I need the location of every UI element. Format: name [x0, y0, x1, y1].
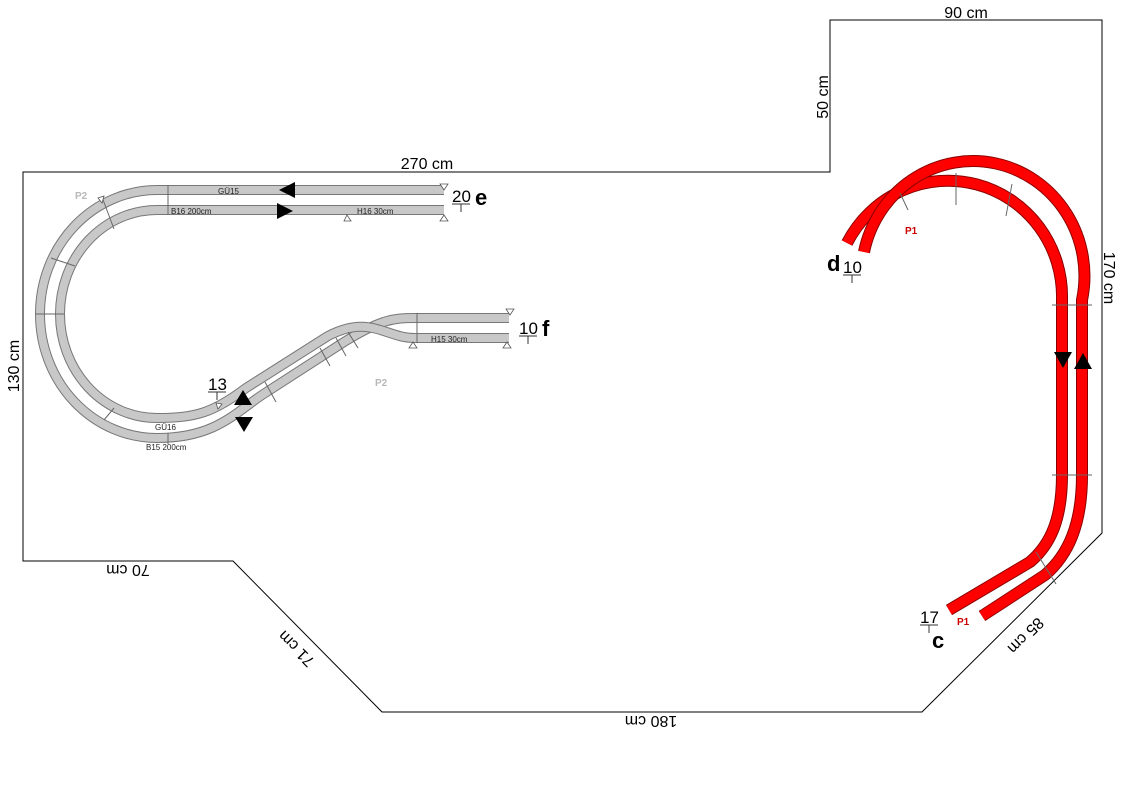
label-h15: H15 30cm	[431, 335, 468, 344]
end-marker-icon	[343, 214, 352, 222]
marker-d-number: 10	[843, 258, 862, 277]
marker-13-tick	[208, 391, 226, 400]
end-marker-icon	[97, 195, 105, 204]
dim-diag-left: 71 cm	[275, 627, 318, 670]
dim-step: 50 cm	[815, 75, 832, 119]
grey-track-group	[34, 185, 509, 444]
track-red-inner	[858, 155, 1091, 622]
end-marker-icon	[439, 183, 449, 191]
marker-c-number: 17	[920, 608, 939, 627]
marker-d-tick	[843, 274, 861, 283]
arrow-down-icon	[1054, 352, 1072, 368]
dim-top-right: 90 cm	[944, 5, 988, 22]
arrow-down-icon	[235, 417, 253, 432]
end-marker-icon	[439, 214, 449, 222]
marker-e-tick	[452, 203, 470, 212]
marker-c-letter: c	[932, 628, 944, 653]
room-outline	[22, 19, 1103, 713]
arrow-right-icon	[277, 203, 293, 219]
dim-bottom: 180 cm	[625, 712, 677, 729]
arrow-up-icon	[1074, 353, 1092, 369]
end-marker-icon	[505, 308, 515, 316]
arrow-up-icon	[234, 390, 252, 405]
track-red-outer	[841, 174, 1069, 616]
label-gu15: GÜ15	[218, 187, 239, 196]
dim-left: 130 cm	[6, 340, 23, 392]
platform-p2-mid: P2	[375, 378, 388, 389]
marker-e-letter: e	[475, 185, 487, 210]
marker-f-letter: f	[542, 316, 550, 341]
marker-c-tick	[920, 624, 938, 633]
dim-diag-right: 85 cm	[1004, 614, 1047, 657]
marker-f-tick	[519, 335, 537, 344]
end-marker-icon	[215, 402, 223, 410]
marker-e-number: 20	[452, 187, 471, 206]
label-b16: B16 200cm	[171, 207, 212, 216]
red-track-group	[841, 155, 1092, 622]
dim-right: 170 cm	[1100, 252, 1117, 304]
dim-bottom-left: 70 cm	[106, 561, 150, 578]
marker-f-number: 10	[519, 319, 538, 338]
label-gu16: GÜ16	[155, 423, 176, 432]
dim-top-left: 270 cm	[401, 156, 453, 173]
platform-p1-bottom: P1	[957, 617, 970, 628]
marker-d-letter: d	[827, 251, 840, 276]
arrow-left-icon	[279, 182, 295, 198]
label-h16: H16 30cm	[357, 207, 394, 216]
platform-p1-top: P1	[905, 226, 918, 237]
end-marker-icon	[502, 341, 512, 349]
platform-p2-top: P2	[75, 191, 88, 202]
end-marker-icon	[408, 341, 418, 349]
marker-13-number: 13	[208, 375, 227, 394]
label-b15: B15 200cm	[146, 443, 187, 452]
